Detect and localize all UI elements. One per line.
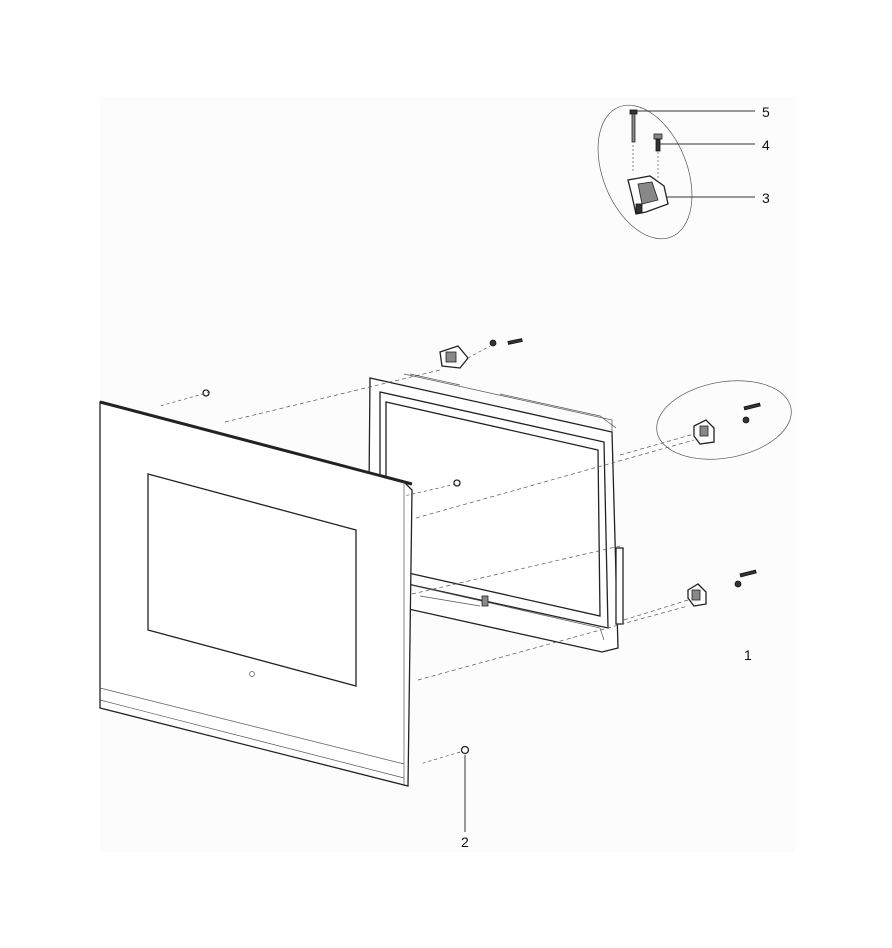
screw-icon [507, 338, 523, 345]
nut-icon [460, 745, 470, 755]
nut-icon [734, 580, 742, 588]
callout-5: 5 [762, 104, 770, 120]
nut-icon [453, 479, 461, 487]
long-screw-icon [629, 109, 638, 143]
callout-4: 4 [762, 137, 770, 153]
inner-frame-icon [367, 373, 624, 653]
hinge-bracket-icon [693, 419, 715, 445]
lower-hinge-assembly [411, 545, 757, 681]
nut-icon [742, 416, 750, 424]
screw-icon [743, 402, 761, 411]
top-hinge-assembly [159, 338, 523, 423]
hinge-bracket-icon [627, 175, 669, 215]
detail-ellipse [597, 104, 693, 240]
nut-icon [489, 339, 497, 347]
hinge-bracket-icon [687, 583, 707, 607]
screw-icon [739, 569, 757, 578]
short-screw-icon [653, 133, 663, 152]
nut-icon [202, 389, 210, 397]
bottom-nut-assembly [419, 745, 470, 832]
door-window [147, 473, 357, 687]
callout-2: 2 [461, 834, 469, 850]
side-detail-ellipse [656, 380, 792, 460]
hinge-bracket-icon [439, 345, 469, 369]
callout-1: 1 [744, 647, 752, 663]
side-hinge-assembly [403, 380, 792, 519]
detail-inset [597, 104, 755, 240]
callout-3: 3 [762, 190, 770, 206]
door-hole [249, 671, 255, 677]
door-panel-icon [99, 400, 413, 787]
